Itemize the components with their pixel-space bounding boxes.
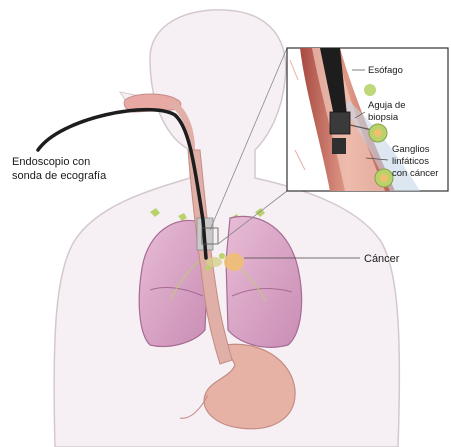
endoscope-label: Endoscopio con sonda de ecografía [12,156,107,182]
nodes-label: Ganglios linfáticos con cáncer [392,144,438,179]
nodes-label-line2: linfáticos [392,156,429,167]
needle-label-line2: biopsia [368,112,399,123]
nodes-label-line1: Ganglios [392,144,430,155]
cancer-label: Cáncer [364,253,400,265]
endoscope-label-line1: Endoscopio con [12,156,90,168]
endoscope-label-line2: sonda de ecografía [12,170,107,182]
esophagus-label: Esófago [368,65,403,76]
nodes-label-line3: con cáncer [392,168,438,179]
needle-label-line1: Aguja de [368,100,406,111]
